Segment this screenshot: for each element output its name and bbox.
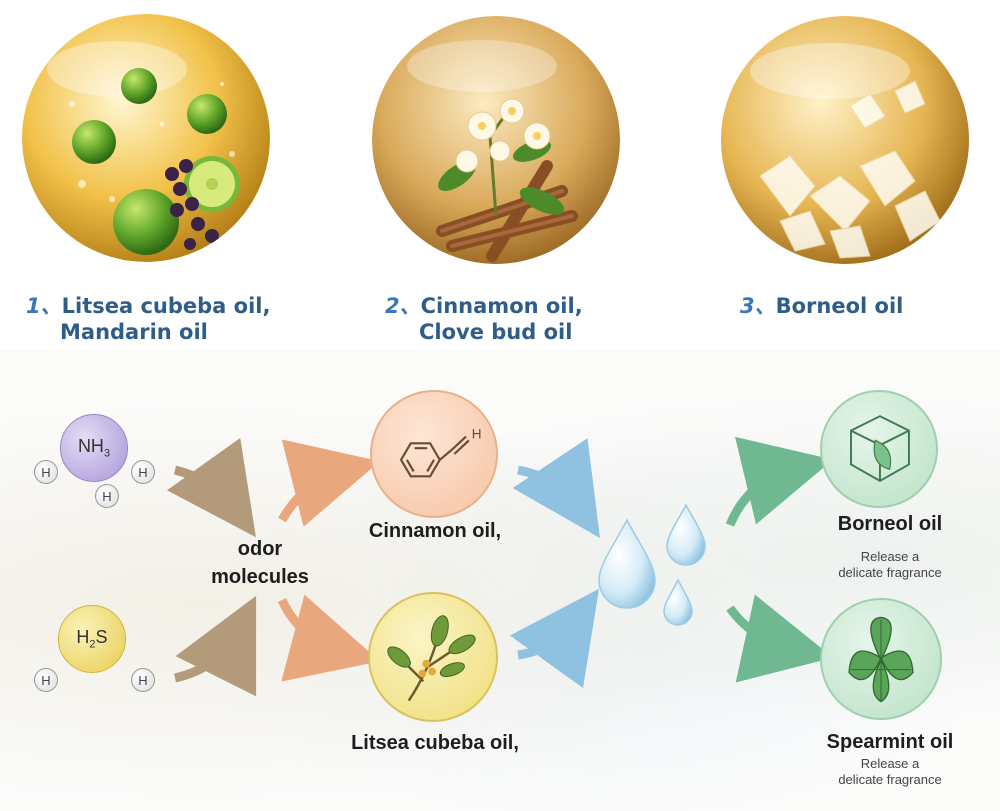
crystal-leaf-icon [850, 415, 910, 482]
desc-line2: delicate fragrance [838, 772, 942, 787]
h2s-main: H [76, 627, 90, 648]
item-line1: Cinnamon oil, [420, 294, 583, 318]
nh3-molecule: NH3 [60, 414, 128, 482]
lime [121, 68, 157, 104]
item-number: 3、 [740, 294, 776, 318]
odor-line2: molecules [211, 566, 309, 588]
water-drop-medium [666, 503, 706, 566]
cinnamon-clove-orb [372, 16, 620, 264]
item-line1: Litsea cubeba oil, [61, 294, 271, 318]
cinnamon-structure-circle: H [370, 390, 498, 518]
odor-molecules-label: odor molecules [195, 535, 325, 591]
spearmint-oil-label: Spearmint oil [826, 731, 954, 753]
item-line2: Mandarin oil [60, 320, 208, 344]
arrow-h2s-to-odor [173, 595, 257, 697]
item-line1: Borneol oil [775, 294, 904, 318]
hydrogen-atom: H [95, 484, 119, 508]
borneol-desc: Release a delicate fragrance [800, 549, 980, 581]
arrow-cinnamon-to-drops [512, 438, 600, 538]
odor-line1: odor [237, 538, 283, 560]
structure-h-label: H [472, 427, 482, 442]
hydrogen-atom: H [34, 460, 58, 484]
nh3-sub: 3 [103, 447, 111, 460]
arrow-litsea-to-drops [509, 588, 600, 689]
top-label-1: 1、Litsea cubeba oil, Mandarin oil [26, 293, 270, 345]
desc-line1: Release a [860, 756, 920, 771]
h2s-tail: S [95, 627, 108, 648]
desc-line1: Release a [860, 549, 920, 564]
arrow-nh3-to-odor [166, 437, 256, 538]
arrow-odor-to-cinnamon [278, 439, 380, 527]
hydrogen-atom: H [34, 668, 58, 692]
item-number: 2、 [385, 294, 421, 318]
lime [187, 94, 227, 134]
desc-line2: delicate fragrance [838, 565, 942, 580]
top-label-3: 3、Borneol oil [740, 293, 903, 319]
arrow-odor-to-litsea [277, 594, 380, 682]
mint-leaf-icon [848, 616, 914, 703]
litsea-branch-icon [387, 615, 476, 702]
lime [113, 189, 179, 255]
borneol-crystal-orb [720, 16, 970, 264]
cinnamon-oil-label: Cinnamon oil, [368, 520, 502, 542]
lime [72, 120, 116, 164]
litsea-plant-circle [368, 592, 498, 722]
item-line2: Clove bud oil [419, 320, 573, 344]
spearmint-desc: Release a delicate fragrance [800, 756, 980, 788]
arrow-drops-to-spearmint [726, 594, 834, 683]
water-drop-large [598, 518, 656, 609]
hydrogen-atom: H [131, 668, 155, 692]
arrow-drops-to-borneol [725, 436, 834, 527]
h2s-molecule: H2S [58, 605, 126, 673]
top-label-2: 2、Cinnamon oil, Clove bud oil [385, 293, 583, 345]
water-drop-small [663, 578, 693, 626]
borneol-oil-label: Borneol oil [837, 513, 943, 535]
borneol-crystal-circle [820, 390, 938, 508]
h2s-sub: 2 [89, 638, 96, 651]
hydrogen-atom: H [131, 460, 155, 484]
citrus-oil-orb [22, 14, 270, 262]
spearmint-leaf-circle [820, 598, 942, 720]
litsea-oil-label: Litsea cubeba oil, [351, 732, 519, 754]
item-number: 1、 [26, 294, 62, 318]
styrene-structure: H [399, 427, 482, 478]
nh3-main: NH [77, 436, 104, 457]
